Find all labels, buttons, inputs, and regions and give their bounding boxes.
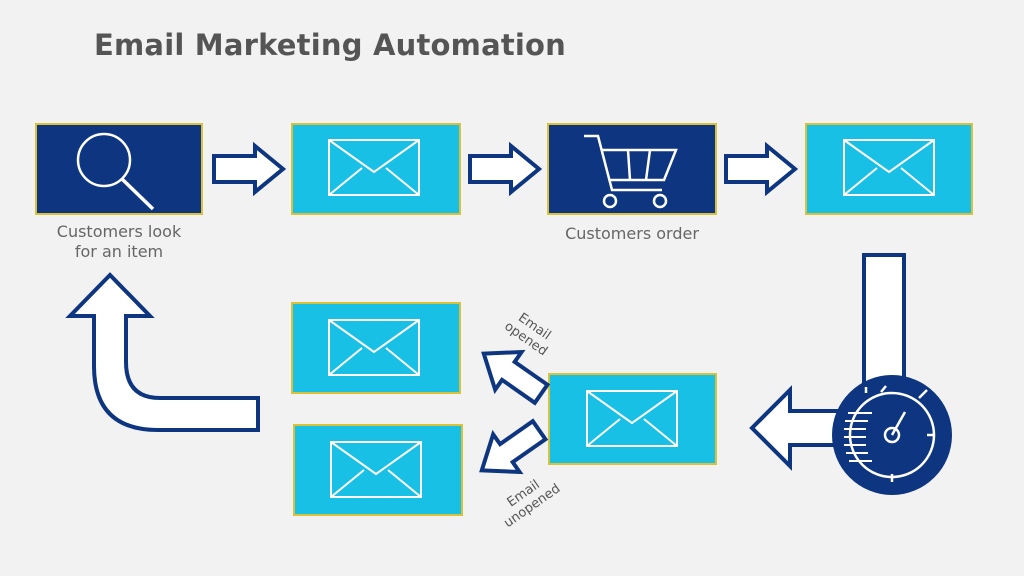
order-box (547, 123, 717, 215)
envelope-icon (328, 319, 420, 376)
arrow-icon (479, 418, 549, 475)
arrow-icon (724, 141, 799, 197)
email-box-1 (291, 123, 461, 215)
search-box (35, 123, 203, 215)
order-caption: Customers order (565, 224, 699, 243)
envelope-icon (330, 441, 422, 498)
timer-icon (832, 375, 952, 495)
return-arrow-icon (65, 272, 260, 432)
arrow-icon (749, 385, 842, 471)
email-opened-box (291, 302, 461, 394)
arrow-icon (212, 141, 287, 197)
search-caption: Customers look for an item (56, 222, 182, 261)
arrow-icon (481, 349, 551, 406)
page-title: Email Marketing Automation (94, 28, 567, 62)
email-box-2 (805, 123, 973, 215)
envelope-icon (843, 139, 935, 196)
vertical-connector (862, 253, 906, 392)
arrow-icon (468, 141, 543, 197)
envelope-icon (328, 139, 420, 196)
magnifier-icon (76, 132, 155, 211)
envelope-icon (586, 390, 678, 447)
email-box-middle (548, 373, 717, 465)
email-unopened-box (293, 424, 463, 516)
cart-icon (584, 134, 678, 209)
